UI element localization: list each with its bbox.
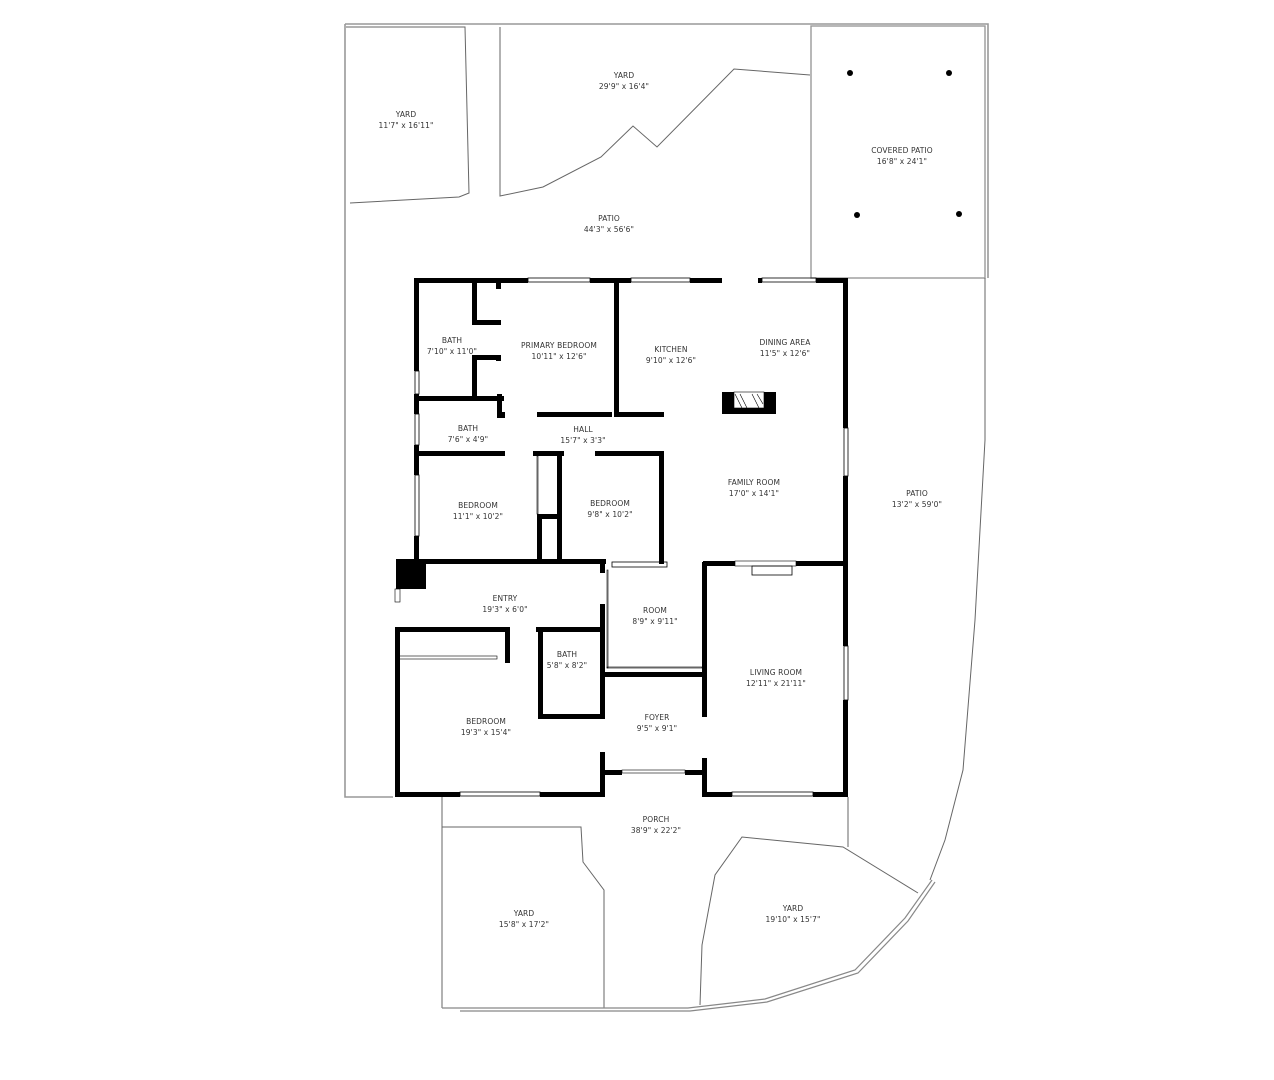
room-name: YARD xyxy=(395,110,417,119)
room-name: DINING AREA xyxy=(759,338,811,347)
room-name: PATIO xyxy=(906,489,928,498)
room-label-bath-small: BATH 5'8" x 8'2" xyxy=(547,649,587,671)
room-name: BEDROOM xyxy=(458,501,498,510)
room-name: PRIMARY BEDROOM xyxy=(521,341,597,350)
room-name: PORCH xyxy=(642,815,670,824)
interior-walls xyxy=(394,277,849,797)
room-label-family-room: FAMILY ROOM 17'0" x 14'1" xyxy=(728,477,780,499)
room-label-foyer: FOYER 9'5" x 9'1" xyxy=(637,712,677,734)
room-label-room: ROOM 8'9" x 9'11" xyxy=(632,605,677,627)
room-name: ROOM xyxy=(643,606,667,615)
room-dimensions: 38'9" x 22'2" xyxy=(630,826,682,835)
room-name: BATH xyxy=(556,650,578,659)
room-label-primary-bedroom: PRIMARY BEDROOM 10'11" x 12'6" xyxy=(521,340,597,362)
room-label-entry: ENTRY 19'3" x 6'0" xyxy=(482,593,527,615)
room-name: BEDROOM xyxy=(466,717,506,726)
room-dimensions: 19'3" x 6'0" xyxy=(482,605,528,614)
room-dimensions: 7'6" x 4'9" xyxy=(447,435,489,444)
room-label-yard-n: YARD 29'9" x 16'4" xyxy=(599,70,649,92)
room-dimensions: 44'3" x 56'6" xyxy=(583,225,635,234)
room-name: KITCHEN xyxy=(654,345,688,354)
room-dimensions: 12'11" x 21'11" xyxy=(746,679,806,688)
room-label-bath-primary: BATH 7'10" x 11'0" xyxy=(427,335,477,357)
room-label-hall: HALL 15'7" x 3'3" xyxy=(560,424,605,446)
room-label-bedroom-3: BEDROOM 19'3" x 15'4" xyxy=(461,716,511,738)
room-name: BATH xyxy=(441,336,463,345)
room-dimensions: 8'9" x 9'11" xyxy=(632,617,678,626)
room-name: YARD xyxy=(613,71,635,80)
room-dimensions: 9'8" x 10'2" xyxy=(587,510,633,519)
room-dimensions: 11'7" x 16'11" xyxy=(378,121,434,130)
room-dimensions: 15'7" x 3'3" xyxy=(560,436,606,445)
room-label-living-room: LIVING ROOM 12'11" x 21'11" xyxy=(746,667,806,689)
room-name: FAMILY ROOM xyxy=(727,478,781,487)
room-name: YARD xyxy=(782,904,804,913)
room-name: PATIO xyxy=(598,214,620,223)
room-dimensions: 13'2" x 59'0" xyxy=(891,500,943,509)
room-name: COVERED PATIO xyxy=(871,146,933,155)
room-label-bedroom-2: BEDROOM 9'8" x 10'2" xyxy=(587,498,632,520)
room-name: ENTRY xyxy=(492,594,518,603)
room-label-patio-north: PATIO 44'3" x 56'6" xyxy=(584,213,634,235)
room-dimensions: 9'5" x 9'1" xyxy=(636,724,678,733)
room-dimensions: 11'5" x 12'6" xyxy=(759,349,811,358)
room-name: YARD xyxy=(513,909,535,918)
room-dimensions: 7'10" x 11'0" xyxy=(426,347,478,356)
room-dimensions: 10'11" x 12'6" xyxy=(531,352,587,361)
room-label-patio-east: PATIO 13'2" x 59'0" xyxy=(892,488,942,510)
room-name: LIVING ROOM xyxy=(749,668,803,677)
room-dimensions: 19'3" x 15'4" xyxy=(460,728,512,737)
room-dimensions: 5'8" x 8'2" xyxy=(546,661,588,670)
room-label-yard-sw: YARD 15'8" x 17'2" xyxy=(499,908,549,930)
room-label-yard-se: YARD 19'10" x 15'7" xyxy=(765,903,820,925)
room-dimensions: 17'0" x 14'1" xyxy=(728,489,780,498)
room-name: BATH xyxy=(457,424,479,433)
room-dimensions: 16'8" x 24'1" xyxy=(876,157,928,166)
room-label-bath-hall: BATH 7'6" x 4'9" xyxy=(448,423,488,445)
room-label-kitchen: KITCHEN 9'10" x 12'6" xyxy=(646,344,696,366)
room-label-bedroom-1: BEDROOM 11'1" x 10'2" xyxy=(453,500,503,522)
outdoor-outlines xyxy=(344,23,989,1012)
room-name: HALL xyxy=(573,425,593,434)
room-dimensions: 29'9" x 16'4" xyxy=(598,82,650,91)
room-dimensions: 15'8" x 17'2" xyxy=(498,920,550,929)
room-dimensions: 11'1" x 10'2" xyxy=(452,512,504,521)
room-name: BEDROOM xyxy=(590,499,630,508)
room-label-yard-nw: YARD 11'7" x 16'11" xyxy=(378,109,433,131)
room-label-porch: PORCH 38'9" x 22'2" xyxy=(631,814,681,836)
room-label-covered-patio: COVERED PATIO 16'8" x 24'1" xyxy=(871,145,933,167)
room-label-dining-area: DINING AREA 11'5" x 12'6" xyxy=(760,337,811,359)
patio-post-icons xyxy=(847,70,962,218)
room-name: FOYER xyxy=(644,713,670,722)
room-dimensions: 9'10" x 12'6" xyxy=(645,356,697,365)
room-dimensions: 19'10" x 15'7" xyxy=(765,915,821,924)
